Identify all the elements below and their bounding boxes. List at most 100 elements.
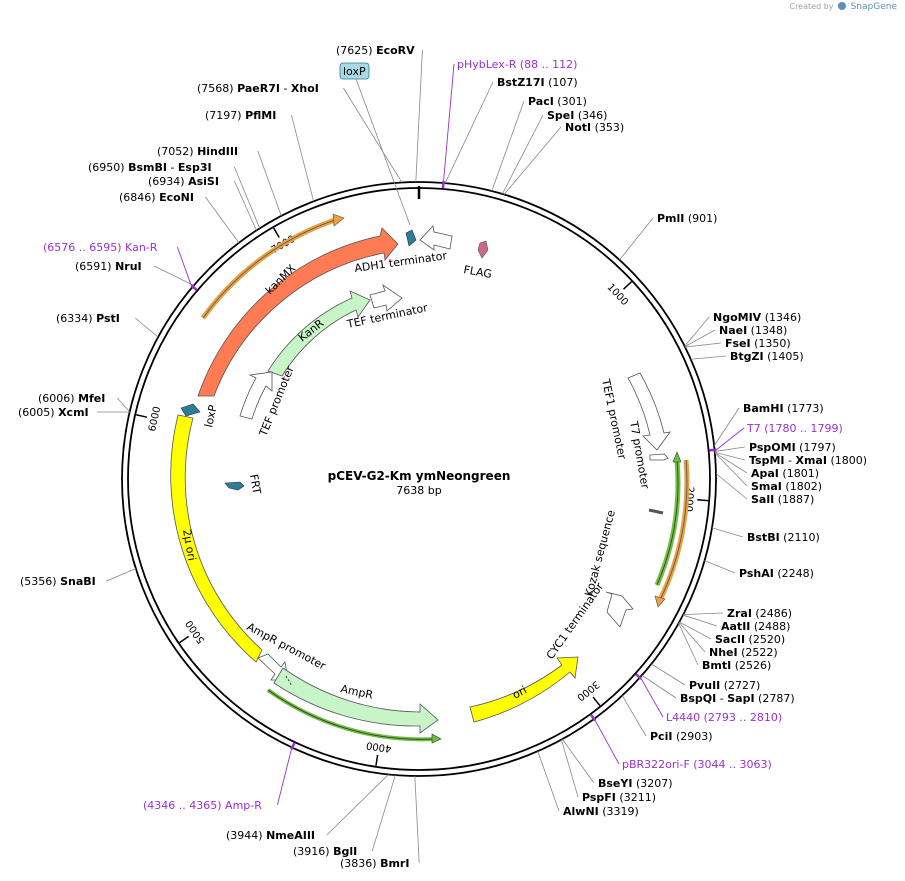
feature-label-2mu-ori: 2µ ori bbox=[180, 528, 198, 562]
site-leader bbox=[651, 663, 686, 686]
site-label-smai[interactable]: SmaI (1802) bbox=[751, 480, 822, 493]
site-leader bbox=[234, 166, 261, 229]
primer-mark bbox=[441, 180, 445, 189]
site-leader bbox=[371, 774, 396, 852]
feature-kanMX[interactable]: kanMX bbox=[197, 227, 399, 397]
restriction-sites: (7625) EcoRV (7568) PaeR7I - XhoI (7197) P… bbox=[18, 44, 867, 870]
site-label-aatii[interactable]: AatII (2488) bbox=[721, 620, 790, 633]
loxP-box bbox=[339, 62, 370, 80]
feature-label-T7-promoter: T7 promoter bbox=[627, 419, 652, 490]
site-leader bbox=[205, 196, 240, 244]
site-label-pvuii[interactable]: PvuII (2727) bbox=[689, 679, 760, 692]
site-label-psti[interactable]: (6334) PstI bbox=[56, 312, 120, 325]
site-label-spei[interactable]: SpeI (346) bbox=[547, 109, 607, 122]
orf-green-head bbox=[672, 451, 682, 463]
feature-FRT[interactable]: FRT bbox=[224, 473, 263, 495]
site-label-hindiii[interactable]: (7052) HindIII bbox=[157, 145, 238, 158]
site-leader bbox=[619, 217, 654, 261]
site-label-bamhi[interactable]: BamHI (1773) bbox=[743, 402, 824, 415]
site-label-sacii[interactable]: SacII (2520) bbox=[715, 633, 785, 646]
site-label-tspmi[interactable]: TspMI - XmaI (1800) bbox=[749, 454, 867, 467]
site-label-nrui[interactable]: (6591) NruI bbox=[75, 260, 142, 273]
site-leader bbox=[621, 695, 647, 737]
primer-mark bbox=[709, 448, 717, 452]
feature-FLAG[interactable]: FLAG bbox=[462, 240, 493, 281]
site-label-bspqi[interactable]: BspQI - SapI (2787) bbox=[680, 692, 795, 705]
site-label-bgli[interactable]: (3916) BglI bbox=[293, 845, 357, 858]
site-label-bmri[interactable]: (3836) BmrI bbox=[340, 857, 409, 870]
site-label-ngomiv[interactable]: NgoMIV (1346) bbox=[713, 311, 801, 324]
site-label-asisi[interactable]: (6934) AsiSI bbox=[148, 175, 219, 188]
site-label-pspomi[interactable]: PspOMI (1797) bbox=[749, 441, 836, 454]
site-label-xcmi[interactable]: (6005) XcmI bbox=[18, 406, 89, 419]
site-label-econi[interactable]: (6846) EcoNI bbox=[119, 191, 194, 204]
site-label-btgzi[interactable]: BtgZI (1405) bbox=[730, 350, 804, 363]
site-leader bbox=[711, 527, 744, 538]
primer-leader bbox=[443, 63, 455, 182]
site-label-pshai[interactable]: PshAI (2248) bbox=[739, 567, 814, 580]
site-leader bbox=[234, 180, 257, 231]
primer-mark bbox=[190, 284, 198, 291]
site-label-bseyi[interactable]: BseYI (3207) bbox=[598, 777, 673, 790]
site-label-mfei[interactable]: (6006) MfeI bbox=[38, 392, 105, 405]
site-label-apai[interactable]: ApaI (1801) bbox=[751, 467, 819, 480]
site-leader bbox=[683, 612, 724, 616]
site-label-ecorv[interactable]: (7625) EcoRV bbox=[336, 44, 415, 57]
site-label-bmti[interactable]: BmtI (2526) bbox=[702, 659, 771, 672]
site-leader bbox=[704, 560, 736, 574]
primer-leader bbox=[176, 246, 192, 286]
primer-leader bbox=[640, 678, 664, 718]
feature-TEF-promoter[interactable]: TEF promoter bbox=[239, 364, 297, 439]
orf-ampr-edge bbox=[267, 689, 435, 740]
tick-mark bbox=[622, 281, 633, 290]
feature-Kozak-sequence[interactable]: Kozak sequence bbox=[582, 508, 664, 598]
primer-label-t7[interactable]: T7 (1780 .. 1799) bbox=[746, 422, 843, 435]
site-label-sali[interactable]: SalI (1887) bbox=[751, 493, 814, 506]
primer-label-phyblex-r[interactable]: pHybLex-R (88 .. 112) bbox=[457, 58, 577, 71]
site-label-zrai[interactable]: ZraI (2486) bbox=[727, 607, 792, 620]
backbone-outer bbox=[121, 181, 717, 777]
site-leader bbox=[690, 355, 727, 360]
site-label-pflmi[interactable]: (7197) PflMI bbox=[205, 109, 276, 122]
site-label-paci[interactable]: PacI (301) bbox=[528, 95, 587, 108]
feature-AmpR[interactable]: AmpR bbox=[273, 667, 439, 734]
site-leader bbox=[714, 446, 746, 452]
site-label-nhei[interactable]: NheI (2522) bbox=[709, 646, 778, 659]
primer-label-kan-r[interactable]: (6576 .. 6595) Kan-R bbox=[43, 241, 158, 254]
feature-label-TEF1-promoter: TEF1 promoter bbox=[599, 377, 629, 461]
site-label-alwni[interactable]: AlwNI (3319) bbox=[563, 805, 639, 818]
tick-mark bbox=[273, 227, 280, 238]
site-leader bbox=[106, 568, 136, 582]
feature-KanR[interactable]: KanR bbox=[267, 290, 371, 377]
site-label-bstz17i[interactable]: BstZ17I (107) bbox=[497, 76, 578, 89]
site-label-naei[interactable]: NaeI (1348) bbox=[719, 324, 787, 337]
primer-label-amp-r[interactable]: (4346 .. 4365) Amp-R bbox=[143, 799, 262, 812]
site-leader bbox=[678, 623, 699, 666]
site-leader bbox=[257, 150, 282, 216]
site-label-fsei[interactable]: FseI (1350) bbox=[725, 337, 791, 350]
primer-label-l4440[interactable]: L4440 (2793 .. 2810) bbox=[666, 711, 782, 724]
site-leader bbox=[134, 317, 159, 338]
site-leader bbox=[714, 452, 748, 487]
site-label-bsmbi[interactable]: (6950) BsmBI - Esp3I bbox=[88, 161, 212, 174]
site-label-bstbi[interactable]: BstBI (2110) bbox=[747, 531, 820, 544]
site-label-pmli[interactable]: PmlI (901) bbox=[657, 212, 717, 225]
site-label-pspfi[interactable]: PspFI (3211) bbox=[582, 791, 656, 804]
feature-ori[interactable]: ori bbox=[469, 656, 579, 723]
site-leader bbox=[715, 473, 748, 500]
site-label-snabi[interactable]: (5356) SnaBI bbox=[20, 575, 96, 588]
feature-2mu-ori[interactable]: 2µ ori bbox=[170, 414, 263, 663]
site-label-nmeaiii[interactable]: (3944) NmeAIII bbox=[226, 829, 315, 842]
tick-label: 5000 bbox=[184, 618, 207, 645]
primer-mark bbox=[635, 673, 643, 680]
primer-label-pbr322ori-f[interactable]: pBR322ori-F (3044 .. 3063) bbox=[622, 758, 772, 771]
plasmid-size: 7638 bp bbox=[396, 484, 441, 497]
site-leader bbox=[679, 621, 712, 640]
feature-loxP[interactable]: loxP bbox=[180, 403, 220, 429]
site-label-pcii[interactable]: PciI (2903) bbox=[650, 730, 713, 743]
site-label-paer7i[interactable]: (7568) PaeR7I - XhoI bbox=[197, 82, 319, 95]
site-leader bbox=[502, 114, 544, 195]
credit-brand: SnapGene bbox=[850, 2, 897, 12]
site-label-noti[interactable]: NotI (353) bbox=[565, 121, 624, 134]
